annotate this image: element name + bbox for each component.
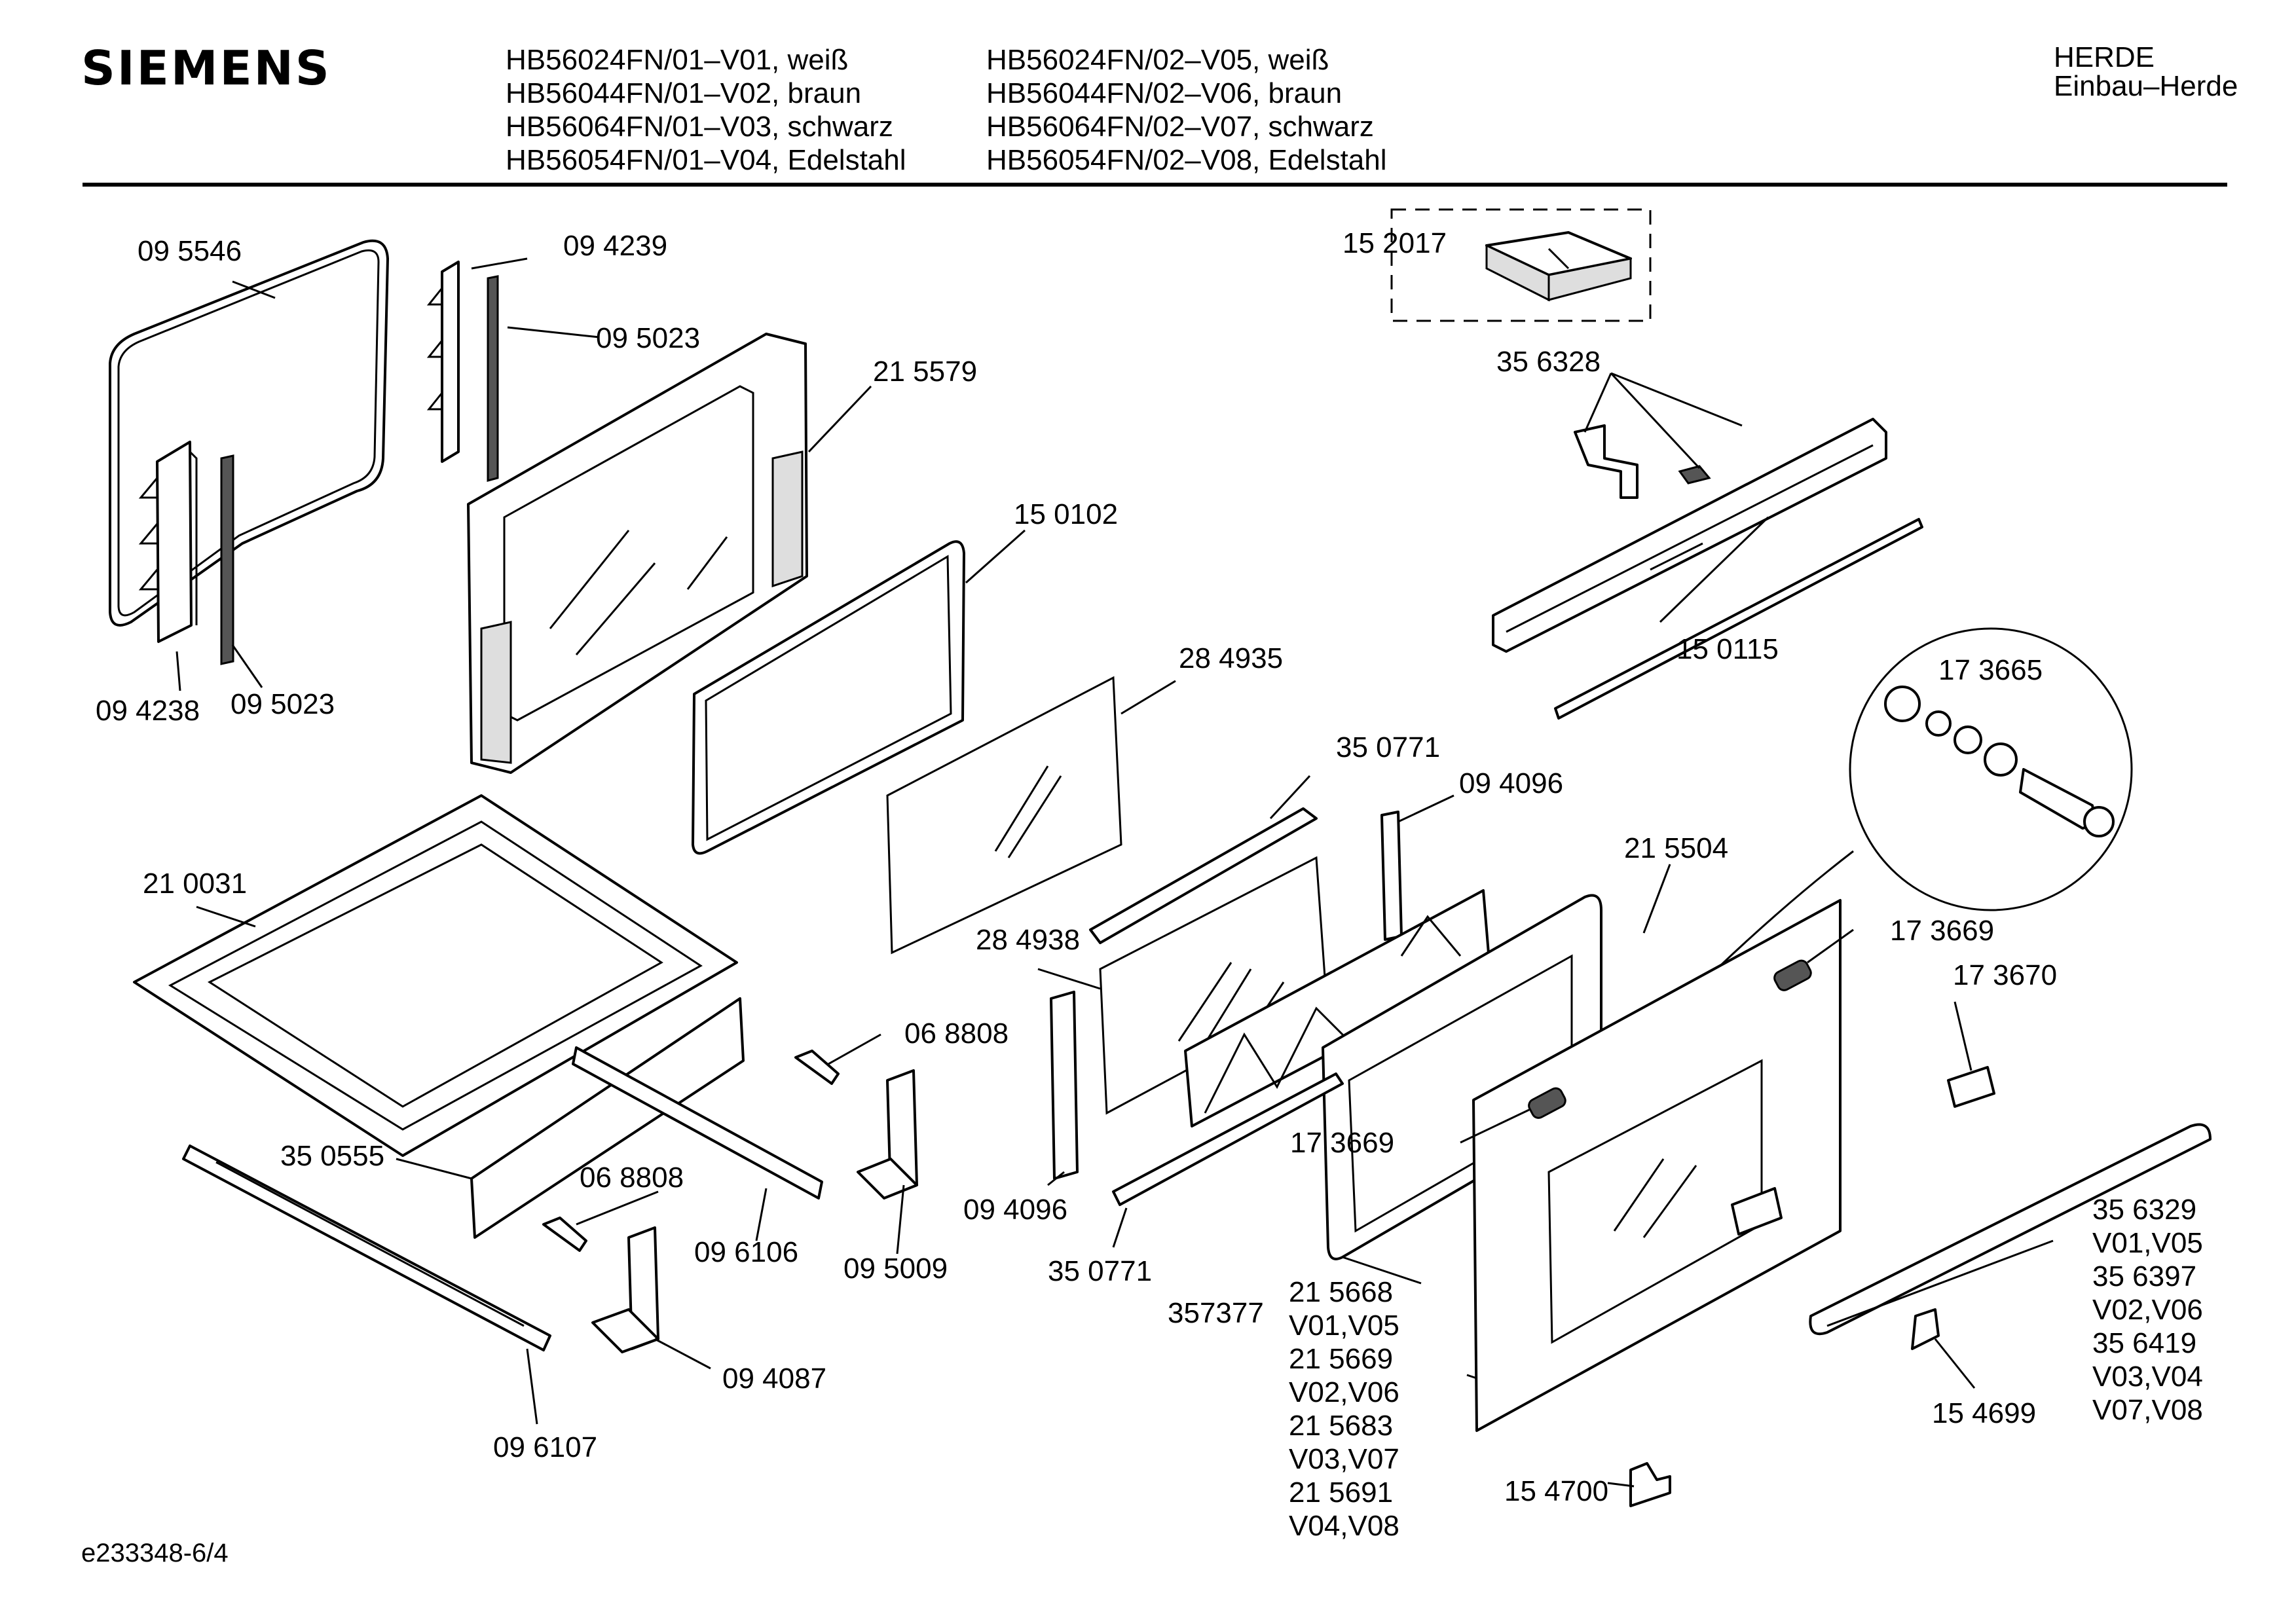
part-label: 06 8808 [580,1162,684,1194]
hinge-bracket-part [426,261,499,482]
variant-label: V03,V07 [1289,1443,1399,1475]
door-base-frame-part [133,794,738,1157]
model-line: HB56024FN/01–V01, weiß [506,44,849,76]
handle-variant-label: 35 6419 [2092,1327,2196,1359]
part-label: 09 5009 [843,1253,948,1285]
leader-lines [176,247,2054,1488]
clip-part [542,1050,840,1252]
part-label: 17 3669 [1290,1127,1394,1159]
door-handle-part [1731,1066,2212,1336]
variant-label: 21 5683 [1289,1410,1393,1442]
variant-label: V04,V08 [1289,1510,1399,1542]
inner-door-frame-part [467,333,808,774]
part-label: 09 5023 [231,688,335,720]
part-label: 21 5504 [1624,832,1728,864]
door-seal-part [109,239,389,627]
part-label: 17 3669 [1890,915,1994,947]
top-rail-part [1492,418,1923,720]
part-label: 28 4938 [976,924,1080,956]
model-line: HB56064FN/02–V07, schwarz [986,111,1374,143]
siemens-logo: SIEMENS [81,41,331,96]
part-label: 15 2017 [1342,227,1447,259]
model-line: HB56044FN/01–V02, braun [506,77,862,109]
inner-panel-part [1184,811,1491,1127]
category-title: HERDE [2054,41,2155,73]
glass-gasket-part [692,540,965,855]
part-label: 21 0031 [143,868,247,900]
model-list-left: HB56024FN/01–V01, weiß HB56044FN/01–V02,… [506,43,906,177]
handle-variant-label: 35 6397 [2092,1260,2196,1292]
handle-variant-label: 35 6329 [2092,1194,2196,1226]
category-subtitle: Einbau–Herde [2054,70,2238,102]
part-label: 28 4935 [1179,642,1283,674]
part-label: 09 4096 [963,1194,1067,1226]
header-divider [83,183,2227,187]
category-block: HERDE Einbau–Herde [2054,43,2238,101]
model-line: HB56054FN/02–V08, Edelstahl [986,144,1387,176]
part-label: 35 0555 [280,1140,384,1172]
part-label: 09 4239 [563,230,667,262]
angle-bracket-part [591,1069,918,1353]
part-label: 17 3665 [1938,654,2043,686]
handle-variant-label: V07,V08 [2092,1394,2203,1426]
handle-variant-label: V03,V04 [2092,1361,2203,1393]
cover-plate-part [470,997,745,1239]
model-line: HB56024FN/02–V05, weiß [986,44,1329,76]
part-label: 15 4699 [1932,1397,2036,1429]
part-label: 09 4087 [722,1363,826,1395]
variant-label: V02,V06 [1289,1376,1399,1408]
variant-label: 21 5668 [1289,1276,1393,1308]
hinge-bracket-part [138,441,234,665]
glass-holder-part [1112,1072,1344,1206]
variant-label: 21 5669 [1289,1343,1393,1375]
part-label: 09 5023 [596,322,700,354]
part-label: 35 0771 [1336,731,1440,763]
model-line: HB56064FN/01–V03, schwarz [506,111,893,143]
variant-label: 21 5691 [1289,1476,1393,1509]
part-label: 09 4238 [96,695,200,727]
long-rail-part [182,1145,551,1351]
part-label: 15 0115 [1676,633,1779,665]
hinge-clip-part [1629,1308,1940,1507]
part-label: 06 8808 [904,1017,1009,1050]
part-label: 15 0102 [1014,498,1118,530]
handle-variant-label: V01,V05 [2092,1227,2203,1259]
part-label: 35 6328 [1496,346,1601,378]
part-label: 35 0771 [1048,1255,1152,1287]
part-label: 09 5546 [138,235,242,267]
outer-door-part [1472,899,1842,1432]
diagram-id: e233348-6/4 [81,1539,229,1567]
part-label: 21 5579 [873,356,977,388]
detail-magnifier-part [1675,627,2133,1010]
part-label: 357377 [1168,1297,1264,1329]
part-label: 09 6107 [493,1431,597,1463]
part-label: 15 4700 [1504,1475,1608,1507]
variant-label: V01,V05 [1289,1310,1399,1342]
part-label: 09 6106 [694,1236,798,1268]
insulation-pad-part [1390,208,1652,322]
handle-variant-label: V02,V06 [2092,1294,2203,1326]
glass-pane-part [886,676,1122,955]
side-rail-part [572,1046,823,1200]
part-label: 09 4096 [1459,767,1563,799]
model-line: HB56054FN/01–V04, Edelstahl [506,144,906,176]
vertical-bracket-part [1050,991,1079,1180]
part-label: 17 3670 [1953,959,2057,991]
model-line: HB56044FN/02–V06, braun [986,77,1342,109]
model-list-right: HB56024FN/02–V05, weiß HB56044FN/02–V06,… [986,43,1387,177]
